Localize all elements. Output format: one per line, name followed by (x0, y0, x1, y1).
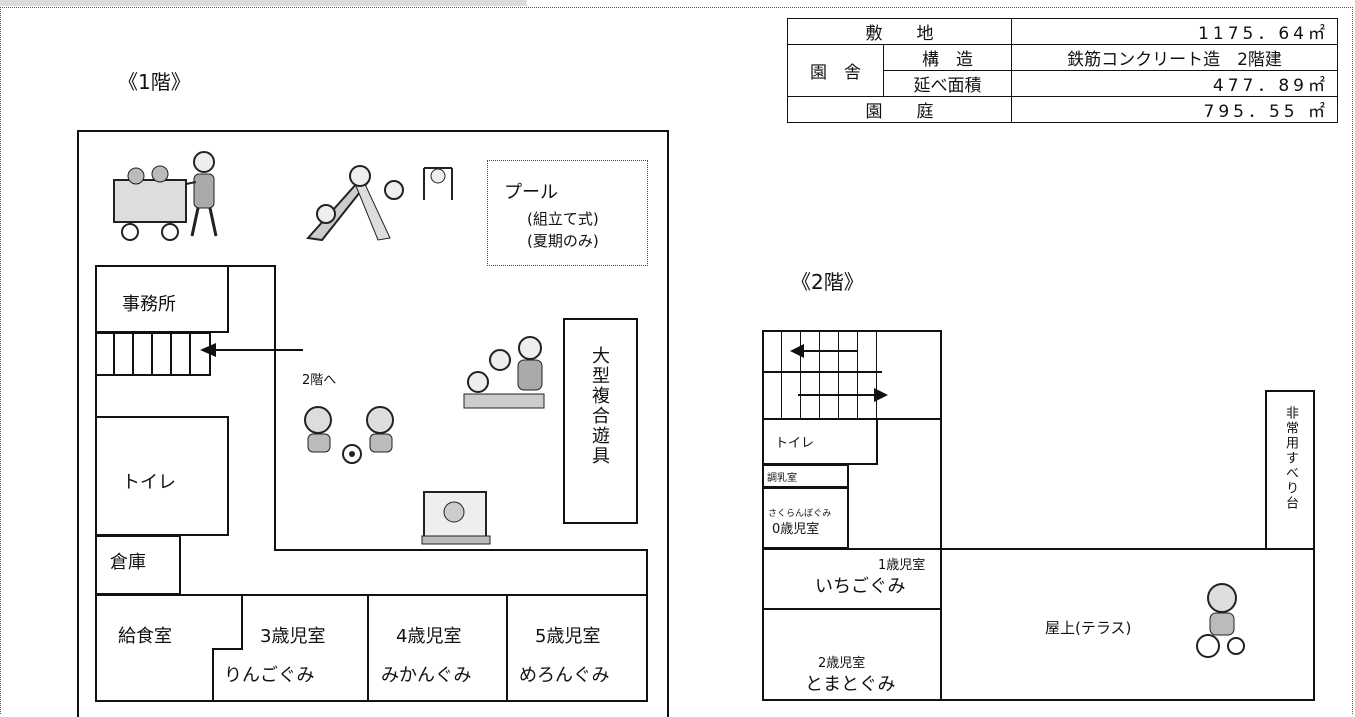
structure-value: 鉄筋コンクリート造 2階建 (1011, 44, 1338, 71)
slide-illustration-icon (306, 165, 453, 242)
pool-area (487, 160, 648, 266)
arrow-right-icon (798, 388, 888, 402)
room-age4-class-label: 4歳児室 (396, 626, 462, 647)
floor1-wall-top (77, 130, 669, 132)
room-age2-class-label: 2歳児室 (818, 656, 866, 671)
garden-value: 795．55 ㎡ (1011, 96, 1338, 123)
room-age3-class-label: 3歳児室 (260, 626, 326, 647)
room-age2-group-label: とまとぐみ (805, 674, 896, 695)
room-divider (367, 594, 369, 702)
room-storage-label: 倉庫 (110, 552, 146, 573)
room-age1-group-label: いちごぐみ (815, 576, 906, 597)
room-milk-label: 調乳室 (767, 473, 797, 484)
rooms-row-top (95, 594, 648, 596)
floor2-mid-line (762, 548, 1315, 550)
building-edge-right (646, 549, 648, 702)
arrow-left-icon (200, 343, 303, 357)
stair-step (170, 332, 172, 376)
kitchen-wall-jog (212, 648, 243, 650)
pool-line2: (夏期のみ) (527, 232, 599, 250)
rooftop-terrace-label: 屋上(テラス) (1045, 619, 1132, 637)
arrow-left-icon (790, 344, 858, 358)
room-office (95, 265, 229, 333)
floor1-heading: 《1階》 (118, 70, 191, 94)
room-age1-bottom (762, 608, 941, 610)
stair-step (876, 330, 877, 418)
building-label: 園 舎 (787, 44, 884, 97)
room-toilet-2f (762, 418, 878, 465)
emergency-slide-label: 非常用すべり台 (1283, 406, 1298, 511)
table-row: 敷 地 1175．64㎡ (787, 18, 1338, 45)
stair-step (189, 332, 191, 376)
stair-landing (762, 371, 882, 373)
room-age5-class-label: 5歳児室 (535, 626, 601, 647)
room-toilet-label: トイレ (122, 472, 176, 493)
play-equipment-label: 大型複合遊具 (589, 346, 610, 466)
room-divider (506, 594, 508, 702)
table-row: 園 舎 構 造 鉄筋コンクリート造 2階建 (787, 44, 1338, 97)
kitchen-wall-lower (212, 648, 214, 702)
emergency-slide (1265, 390, 1315, 550)
stair-step (132, 332, 134, 376)
structure-label: 構 造 (883, 44, 1012, 71)
table-row: 延べ面積 477．89㎡ (788, 70, 1338, 97)
child-tricycle-illustration-icon (1196, 583, 1245, 658)
terrace-right-wall (1313, 548, 1315, 701)
floor2-wall-bottom (762, 699, 1315, 701)
top-bar (0, 0, 527, 6)
room-toilet-2f-label: トイレ (775, 436, 815, 451)
pool-line1: (組立て式) (527, 210, 599, 228)
room-age3-group-label: りんごぐみ (224, 665, 315, 686)
floor2-wall-top (762, 330, 941, 332)
teacher-children-illustration-icon (463, 336, 545, 409)
room-age4-group-label: みかんぐみ (381, 665, 472, 686)
floor1-wall-left (77, 130, 79, 717)
room-toilet (95, 416, 229, 536)
stairs-to-2f-label: 2階へ (302, 373, 337, 388)
stair-step (781, 330, 782, 418)
floor1-wall-right (667, 130, 669, 717)
garden-label: 園 庭 (787, 96, 1012, 123)
room-age0 (762, 487, 849, 549)
rooms-row-bottom (95, 700, 648, 702)
stair-step (113, 332, 115, 376)
stair-step (838, 330, 839, 418)
sandbox-illustration-icon (421, 491, 491, 545)
room-age1-class-label: 1歳児室 (878, 558, 926, 573)
table-row: 園 庭 795．55 ㎡ (787, 96, 1338, 123)
kids-soccer-illustration-icon (304, 406, 394, 464)
room-milk (762, 464, 849, 488)
terrace-left-wall (940, 548, 942, 701)
room-age5-group-label: めろんぐみ (519, 665, 610, 686)
building-edge-inner (274, 265, 276, 550)
stair-step (819, 330, 820, 418)
room-kitchen-label: 給食室 (118, 626, 172, 647)
floor-area-value: 477．89㎡ (1011, 70, 1338, 97)
kitchen-wall (241, 594, 243, 650)
site-label: 敷 地 (787, 18, 1012, 45)
floor2-heading: 《2階》 (791, 270, 864, 294)
floor2-wall-inner (940, 330, 942, 550)
room-age0-group-label: さくらんぼぐみ (768, 509, 832, 519)
site-value: 1175．64㎡ (1011, 18, 1338, 45)
stair-step (800, 330, 801, 418)
stroller-illustration-icon (113, 151, 218, 241)
pool-title: プール (504, 182, 558, 203)
site-area-table: 敷 地 1175．64㎡ 園 舎 構 造 鉄筋コンクリート造 2階建 延べ面積 … (787, 18, 1338, 123)
play-equipment (563, 318, 638, 524)
stair-step (151, 332, 153, 376)
page-frame (0, 7, 1353, 714)
room-age0-class-label: 0歳児室 (772, 522, 820, 537)
building-edge-middle (274, 549, 648, 551)
stair-step (857, 330, 858, 418)
room-office-label: 事務所 (122, 294, 176, 315)
floor-area-label: 延べ面積 (883, 70, 1012, 97)
